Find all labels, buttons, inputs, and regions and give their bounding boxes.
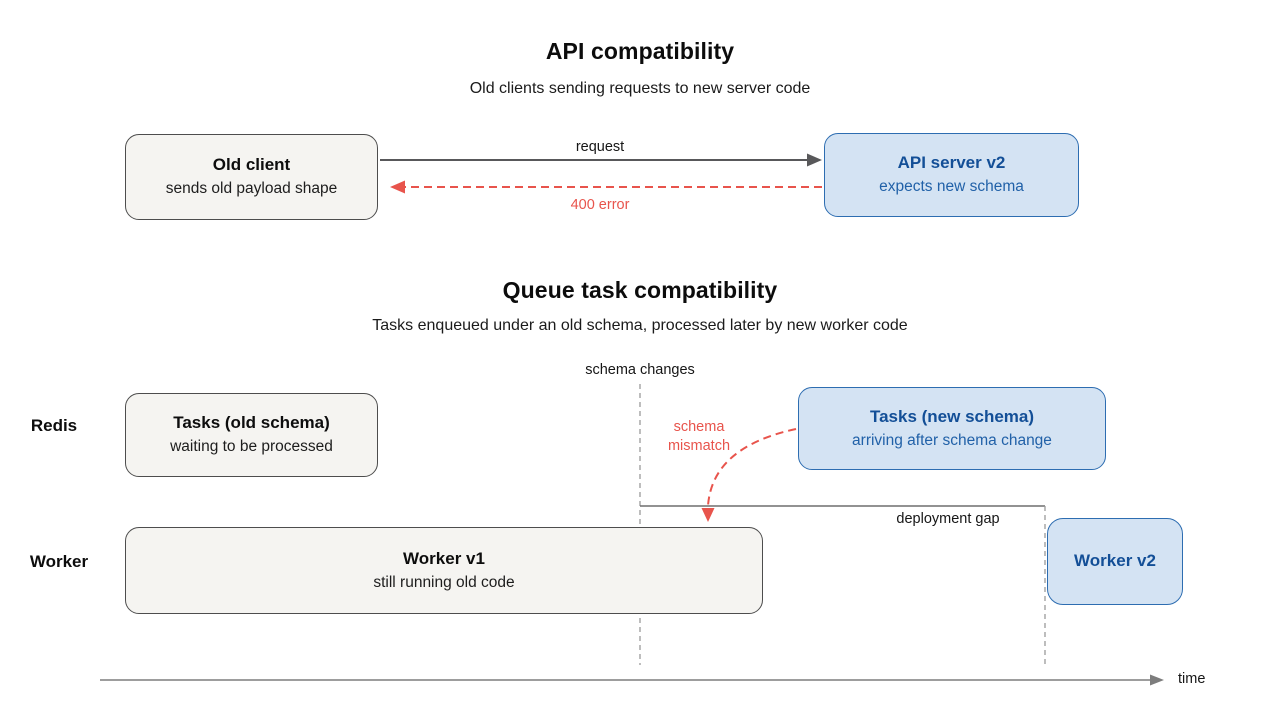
old-client-title: Old client <box>212 155 291 175</box>
api-server-subtitle: expects new schema <box>879 178 1024 196</box>
tasks-new-title: Tasks (new schema) <box>869 406 1035 426</box>
deployment-gap-label: deployment gap <box>896 511 1000 527</box>
worker-v1-node: Worker v1 still running old code <box>125 527 763 614</box>
tasks-new-subtitle: arriving after schema change <box>852 431 1052 449</box>
tasks-old-title: Tasks (old schema) <box>173 413 330 433</box>
worker-v2-node: Worker v2 <box>1047 518 1183 605</box>
api-section-title: API compatibility <box>545 38 735 64</box>
worker-v1-title: Worker v1 <box>403 548 485 568</box>
request-arrow <box>380 153 822 167</box>
api-section-subtitle: Old clients sending requests to new serv… <box>469 80 811 97</box>
tasks-old-subtitle: waiting to be processed <box>170 438 333 456</box>
time-label: time <box>1178 671 1206 687</box>
request-label: request <box>575 139 625 155</box>
api-server-title: API server v2 <box>897 153 1006 173</box>
schema-mismatch-label: schema mismatch <box>667 419 731 454</box>
worker-v1-subtitle: still running old code <box>373 573 515 591</box>
schema-mismatch-arrow <box>701 428 797 522</box>
time-axis <box>100 674 1164 686</box>
error-arrow <box>390 180 822 194</box>
tasks-old-node: Tasks (old schema) waiting to be process… <box>125 393 378 477</box>
old-client-subtitle: sends old payload shape <box>165 180 338 198</box>
api-server-node: API server v2 expects new schema <box>824 133 1079 217</box>
schema-changes-label: schema changes <box>585 362 695 378</box>
old-client-node: Old client sends old payload shape <box>125 134 378 220</box>
error-label: 400 error <box>570 197 630 213</box>
lane-label-worker: Worker <box>29 552 89 571</box>
lane-label-redis: Redis <box>30 416 78 435</box>
queue-section-subtitle: Tasks enqueued under an old schema, proc… <box>372 317 908 334</box>
queue-section-title: Queue task compatibility <box>502 277 778 303</box>
worker-v2-title: Worker v2 <box>1074 551 1156 571</box>
tasks-new-node: Tasks (new schema) arriving after schema… <box>798 387 1106 470</box>
